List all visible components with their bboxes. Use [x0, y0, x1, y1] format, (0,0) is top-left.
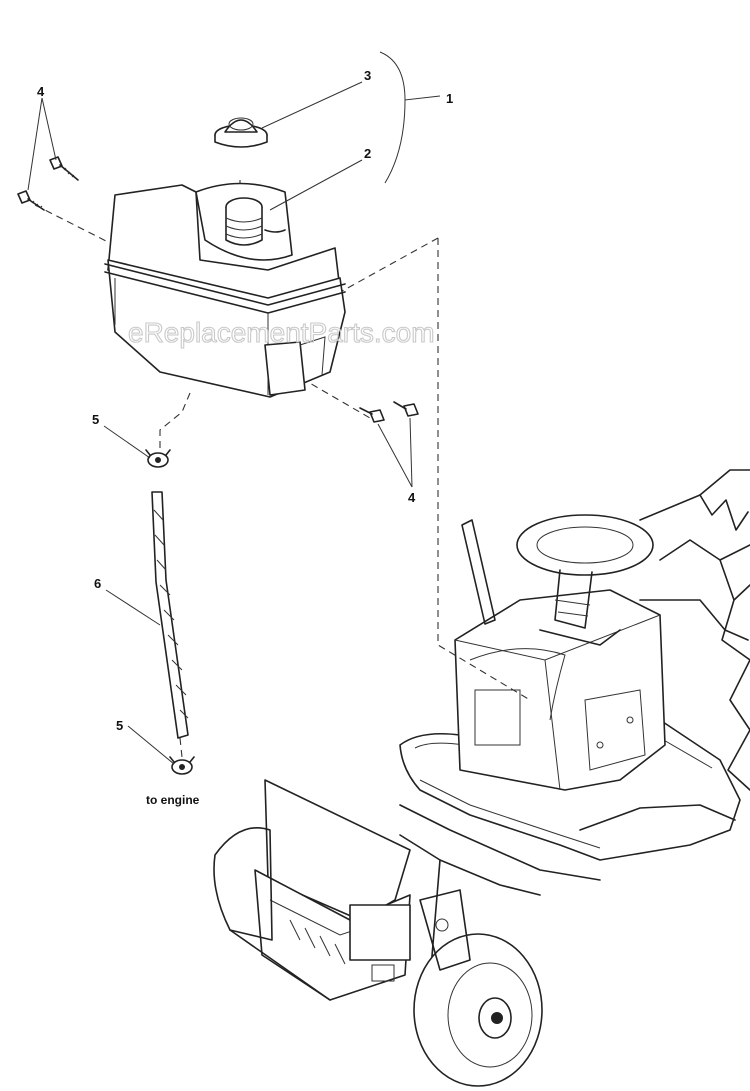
callout-clamp-top: 5: [92, 412, 99, 427]
fuel-cap: [214, 117, 268, 148]
callout-assembly: 1: [446, 91, 453, 106]
screw-lower-right: [393, 401, 419, 417]
clamp-bottom: [169, 756, 195, 775]
watermark: eReplacementParts.com: [128, 317, 435, 348]
screw-upper-left: [49, 156, 79, 181]
fuel-tank: [104, 182, 346, 398]
callout-leaders: [27, 51, 441, 765]
callout-cap: 3: [364, 68, 371, 83]
rear-fender-illustration: [639, 469, 750, 791]
screw-lower-left: [17, 190, 45, 211]
clamp-top: [145, 449, 171, 468]
callout-clamp-bottom: 5: [116, 718, 123, 733]
callout-screws-top: 4: [37, 84, 45, 99]
callout-fuel-neck: 2: [364, 146, 371, 161]
fuel-line-assembly: [145, 449, 195, 775]
fuel-hose: [151, 491, 189, 739]
callout-screws-bottom: 4: [408, 490, 416, 505]
callout-hose: 6: [94, 576, 101, 591]
screw-lower-middle: [359, 407, 385, 423]
tractor-illustration: [213, 514, 741, 1087]
to-engine-note: to engine: [146, 793, 200, 807]
